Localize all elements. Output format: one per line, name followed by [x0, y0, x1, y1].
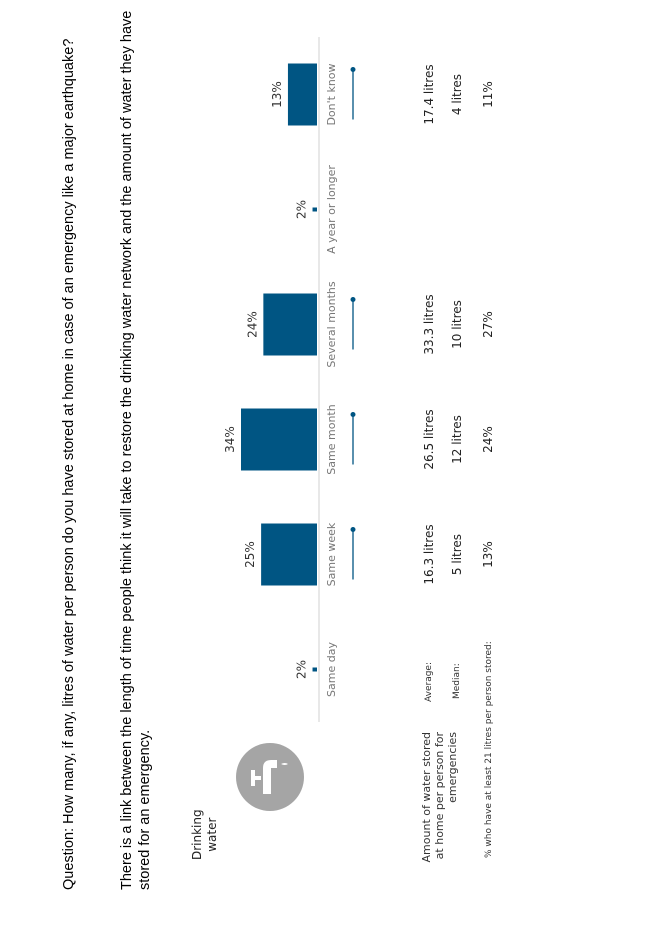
median-value-1: 5 litres [450, 534, 464, 575]
bar-value-label-5: 13% [270, 81, 284, 108]
tap-icon [236, 743, 304, 811]
category-label-4: A year or longer [325, 165, 338, 254]
bar-value-label-2: 34% [223, 426, 237, 453]
median-value-2: 12 litres [450, 415, 464, 464]
avg-dot-2 [350, 412, 356, 417]
category-label-2: Same month [325, 404, 338, 474]
median-value-5: 4 litres [450, 74, 464, 115]
category-label-5: Don't know [325, 63, 338, 125]
bar-2 [241, 408, 317, 471]
bar-5 [287, 63, 317, 126]
median-value-3: 10 litres [450, 300, 464, 349]
pct21-value-3: 27% [481, 311, 495, 338]
avg-dot-5 [350, 67, 356, 72]
average-value-5: 17.4 litres [422, 64, 436, 124]
bar-value-label-4: 2% [295, 200, 309, 219]
bar-1 [261, 523, 317, 586]
bar-3 [263, 293, 317, 356]
bar-value-label-0: 2% [295, 660, 309, 679]
bar-value-label-3: 24% [245, 311, 259, 338]
pct21-value-2: 24% [481, 426, 495, 453]
category-label-1: Same week [325, 522, 338, 586]
category-label-0: Same day [325, 642, 338, 697]
avg-dot-1 [350, 527, 356, 532]
average-value-1: 16.3 litres [422, 524, 436, 584]
average-value-2: 26.5 litres [422, 409, 436, 469]
category-label-3: Several months [325, 281, 338, 368]
pct21-value-5: 11% [481, 81, 495, 108]
pct21-value-1: 13% [481, 541, 495, 568]
avg-dot-3 [350, 297, 356, 302]
bar-value-label-1: 25% [243, 541, 257, 568]
bar-4 [312, 207, 318, 212]
average-value-3: 33.3 litres [422, 294, 436, 354]
bar-0 [312, 667, 318, 672]
